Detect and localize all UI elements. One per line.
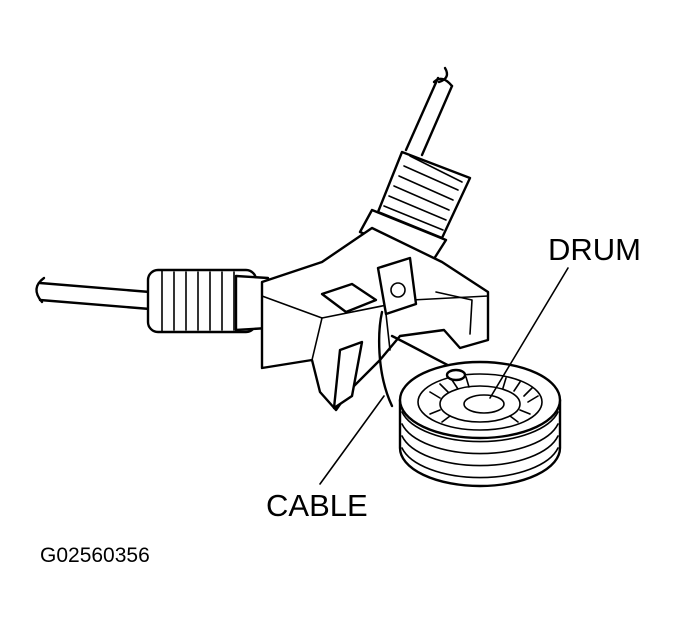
upper-cable bbox=[404, 66, 454, 157]
cable-leader-line bbox=[319, 395, 385, 485]
bracket-housing bbox=[260, 226, 490, 412]
cable-label: CABLE bbox=[266, 488, 368, 523]
figure-code: G02560356 bbox=[40, 544, 150, 567]
drum-leader-line bbox=[489, 267, 569, 399]
lower-cable bbox=[35, 276, 152, 311]
lower-threaded-fitting bbox=[146, 268, 270, 334]
drum-pulley bbox=[398, 360, 562, 488]
drum-label: DRUM bbox=[548, 232, 641, 267]
